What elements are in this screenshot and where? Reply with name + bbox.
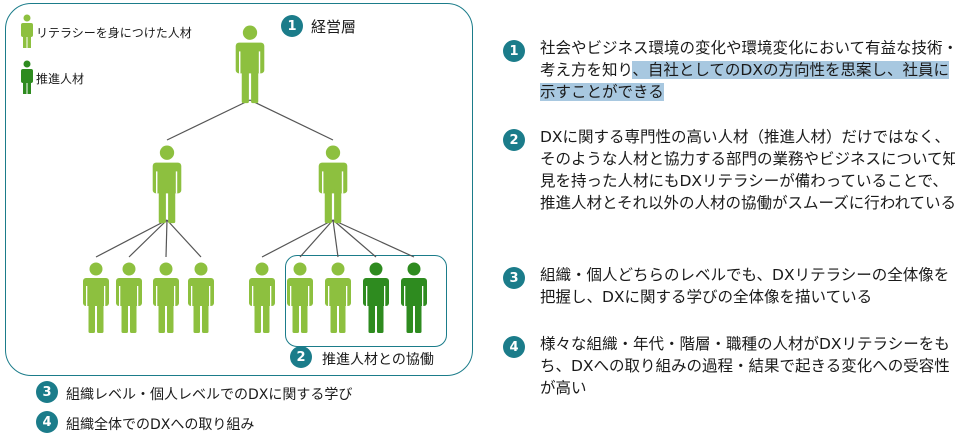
literacy-person-icon [83, 262, 109, 333]
literacy-person-icon [249, 262, 275, 333]
tree-connector [165, 219, 168, 258]
item-badge-4: 4 [503, 336, 525, 358]
list-item-3: 3 組織・個人どちらのレベルでも、DXリテラシーの全体像を把握し、DXに関する学… [503, 264, 953, 312]
organization-effort-label: 組織全体でのDXへの取り組み [66, 417, 255, 433]
literacy-person-icon [318, 145, 348, 224]
tree-connector [249, 99, 334, 141]
badge-4: 4 [36, 411, 58, 433]
literacy-person-icon [235, 25, 265, 104]
badge-3: 3 [36, 381, 58, 403]
literacy-person-icon [152, 145, 182, 224]
collaboration-group-frame [285, 255, 447, 347]
item-badge-2: 2 [503, 129, 525, 151]
tree-connector [166, 99, 251, 141]
tree-connector [299, 219, 334, 258]
tree-connector [128, 219, 168, 258]
item-text-2: DXに関する専門性の高い人材（推進人材）だけではなく、そのような人材と協力する部… [540, 128, 955, 212]
literacy-person-icon [188, 262, 214, 333]
learning-label: 組織レベル・個人レベルでのDXに関する学び [66, 387, 353, 403]
legend-literacy-label: リテラシーを身につけた人材 [36, 26, 192, 40]
item-text-4: 様々な組織・年代・階層・職種の人材がDXリテラシーをもち、DXへの取り組みの過程… [540, 335, 950, 397]
org-tree [83, 25, 427, 333]
literacy-person-icon [153, 262, 179, 333]
item-badge-1: 1 [503, 40, 525, 62]
literacy-person-icon [287, 262, 313, 333]
tree-connector [332, 219, 377, 258]
promoter-person-icon [401, 262, 427, 333]
item-badge-3: 3 [503, 267, 525, 289]
literacy-person-icon [325, 262, 351, 333]
tree-connector [332, 219, 415, 258]
item-text-1: 社会やビジネス環境の変化や環境変化において有益な技術・考え方を知り、自社としての… [540, 37, 955, 103]
list-item-4: 4 様々な組織・年代・階層・職種の人材がDXリテラシーをもち、DXへの取り組みの… [503, 333, 953, 403]
tree-connector [166, 219, 202, 258]
item-text-1-plain: 社会やビジネス環境の変化や環境変化において有益な技術・考え方を知り [540, 39, 955, 79]
promoter-person-legend-icon [21, 60, 33, 94]
promoter-person-icon [363, 262, 389, 333]
list-item-2: 2 DXに関する専門性の高い人材（推進人材）だけではなく、そのような人材と協力す… [503, 126, 955, 238]
tree-connector [261, 219, 334, 258]
tree-connector [95, 219, 168, 258]
item-text-3: 組織・個人どちらのレベルでも、DXリテラシーの全体像を把握し、DXに関する学びの… [540, 266, 950, 306]
badge-2: 2 [290, 346, 312, 368]
tree-connector [332, 219, 339, 258]
literacy-person-icon [116, 262, 142, 333]
literacy-person-legend-icon [21, 14, 33, 48]
badge-1: 1 [281, 15, 303, 37]
collaboration-label: 推進人材との協働 [322, 352, 434, 368]
executive-label: 経営層 [311, 18, 357, 36]
organization-frame [5, 3, 473, 376]
list-item-1: 1 社会やビジネス環境の変化や環境変化において有益な技術・考え方を知り、自社とし… [503, 37, 955, 107]
legend-promoter-label: 推進人材 [36, 72, 85, 86]
